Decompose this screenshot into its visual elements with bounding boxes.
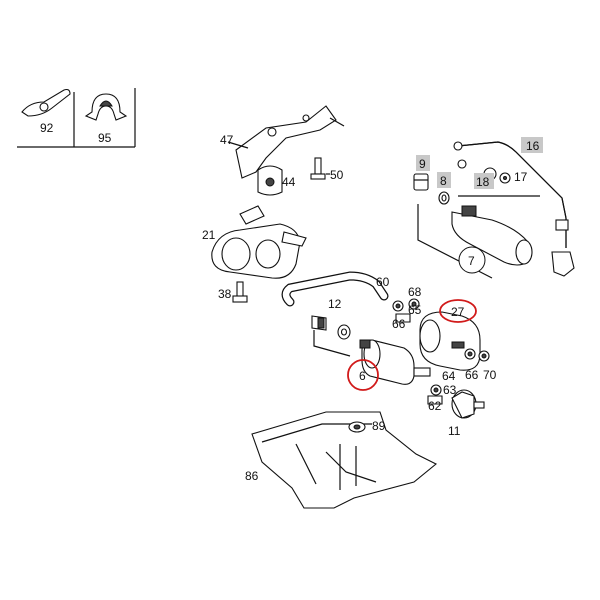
callout-18: 18 <box>476 175 490 189</box>
callout-8-tag <box>437 172 451 188</box>
callout-17: 17 <box>514 170 528 184</box>
fitting-12-icon <box>311 315 327 331</box>
seal-ring-8-icon <box>438 191 450 205</box>
callout-21: 21 <box>202 228 216 242</box>
callout-50: 50 <box>330 168 344 182</box>
callout-9: 9 <box>419 157 426 171</box>
callout-7: 7 <box>468 254 475 268</box>
bolt-38-icon <box>232 281 248 303</box>
callout-16-tag <box>521 137 543 153</box>
callout-66a: 66 <box>392 317 406 331</box>
pump-holder-21-icon <box>211 205 307 279</box>
callout-7-circle <box>458 246 486 274</box>
callout-68: 68 <box>408 285 422 299</box>
callout-12: 12 <box>328 297 342 311</box>
callout-92: 92 <box>40 121 54 135</box>
callout-64: 64 <box>442 369 456 383</box>
callout-86: 86 <box>245 469 259 483</box>
callout-6: 6 <box>359 369 366 383</box>
mounting-bracket-47-icon <box>227 105 345 179</box>
bracket-86-icon <box>251 411 438 509</box>
callout-6-highlight <box>347 359 379 391</box>
callout-63: 63 <box>443 383 457 397</box>
callout-65: 65 <box>408 303 422 317</box>
washer-89-icon <box>348 421 366 433</box>
hose-clamp-65-icon <box>392 300 404 312</box>
hose-clamp-68-icon <box>408 298 420 310</box>
callout-66b: 66 <box>465 368 479 382</box>
callout-9-tag <box>416 155 430 171</box>
callout-70: 70 <box>483 368 497 382</box>
callout-95: 95 <box>98 131 112 145</box>
fuel-line-16-icon <box>453 141 575 277</box>
pump-assembly-7-icon <box>417 195 540 279</box>
bolt-50-icon <box>310 157 330 180</box>
seal-ring-icon <box>337 324 351 340</box>
clip-92-icon <box>21 88 71 117</box>
callout-47: 47 <box>220 133 234 147</box>
union-nut-9-icon <box>413 173 429 191</box>
clamp-95-icon <box>84 93 128 121</box>
hose-piece-66a-icon <box>395 313 411 323</box>
callout-60: 60 <box>376 275 390 289</box>
callout-11: 11 <box>448 424 461 438</box>
hose-clamps-right-icon <box>464 348 490 362</box>
legend-box: 92 95 <box>17 88 136 148</box>
rubber-mount-44-icon <box>257 165 283 196</box>
callout-18-tag <box>474 173 494 189</box>
callout-89: 89 <box>372 419 386 433</box>
callout-16: 16 <box>526 139 540 153</box>
callout-27: 27 <box>451 305 465 319</box>
callout-38: 38 <box>218 287 232 301</box>
callout-62: 62 <box>428 399 442 413</box>
callout-44: 44 <box>282 175 296 189</box>
fuel-pump-6-icon <box>359 339 431 385</box>
clamps-63-62-icon <box>427 384 443 405</box>
callout-27-highlight <box>439 299 477 323</box>
callout-8: 8 <box>440 174 447 188</box>
filter-clamp-11-icon <box>451 389 485 419</box>
fuel-hose-60-icon <box>281 271 389 307</box>
gear-17-icon <box>499 172 511 184</box>
